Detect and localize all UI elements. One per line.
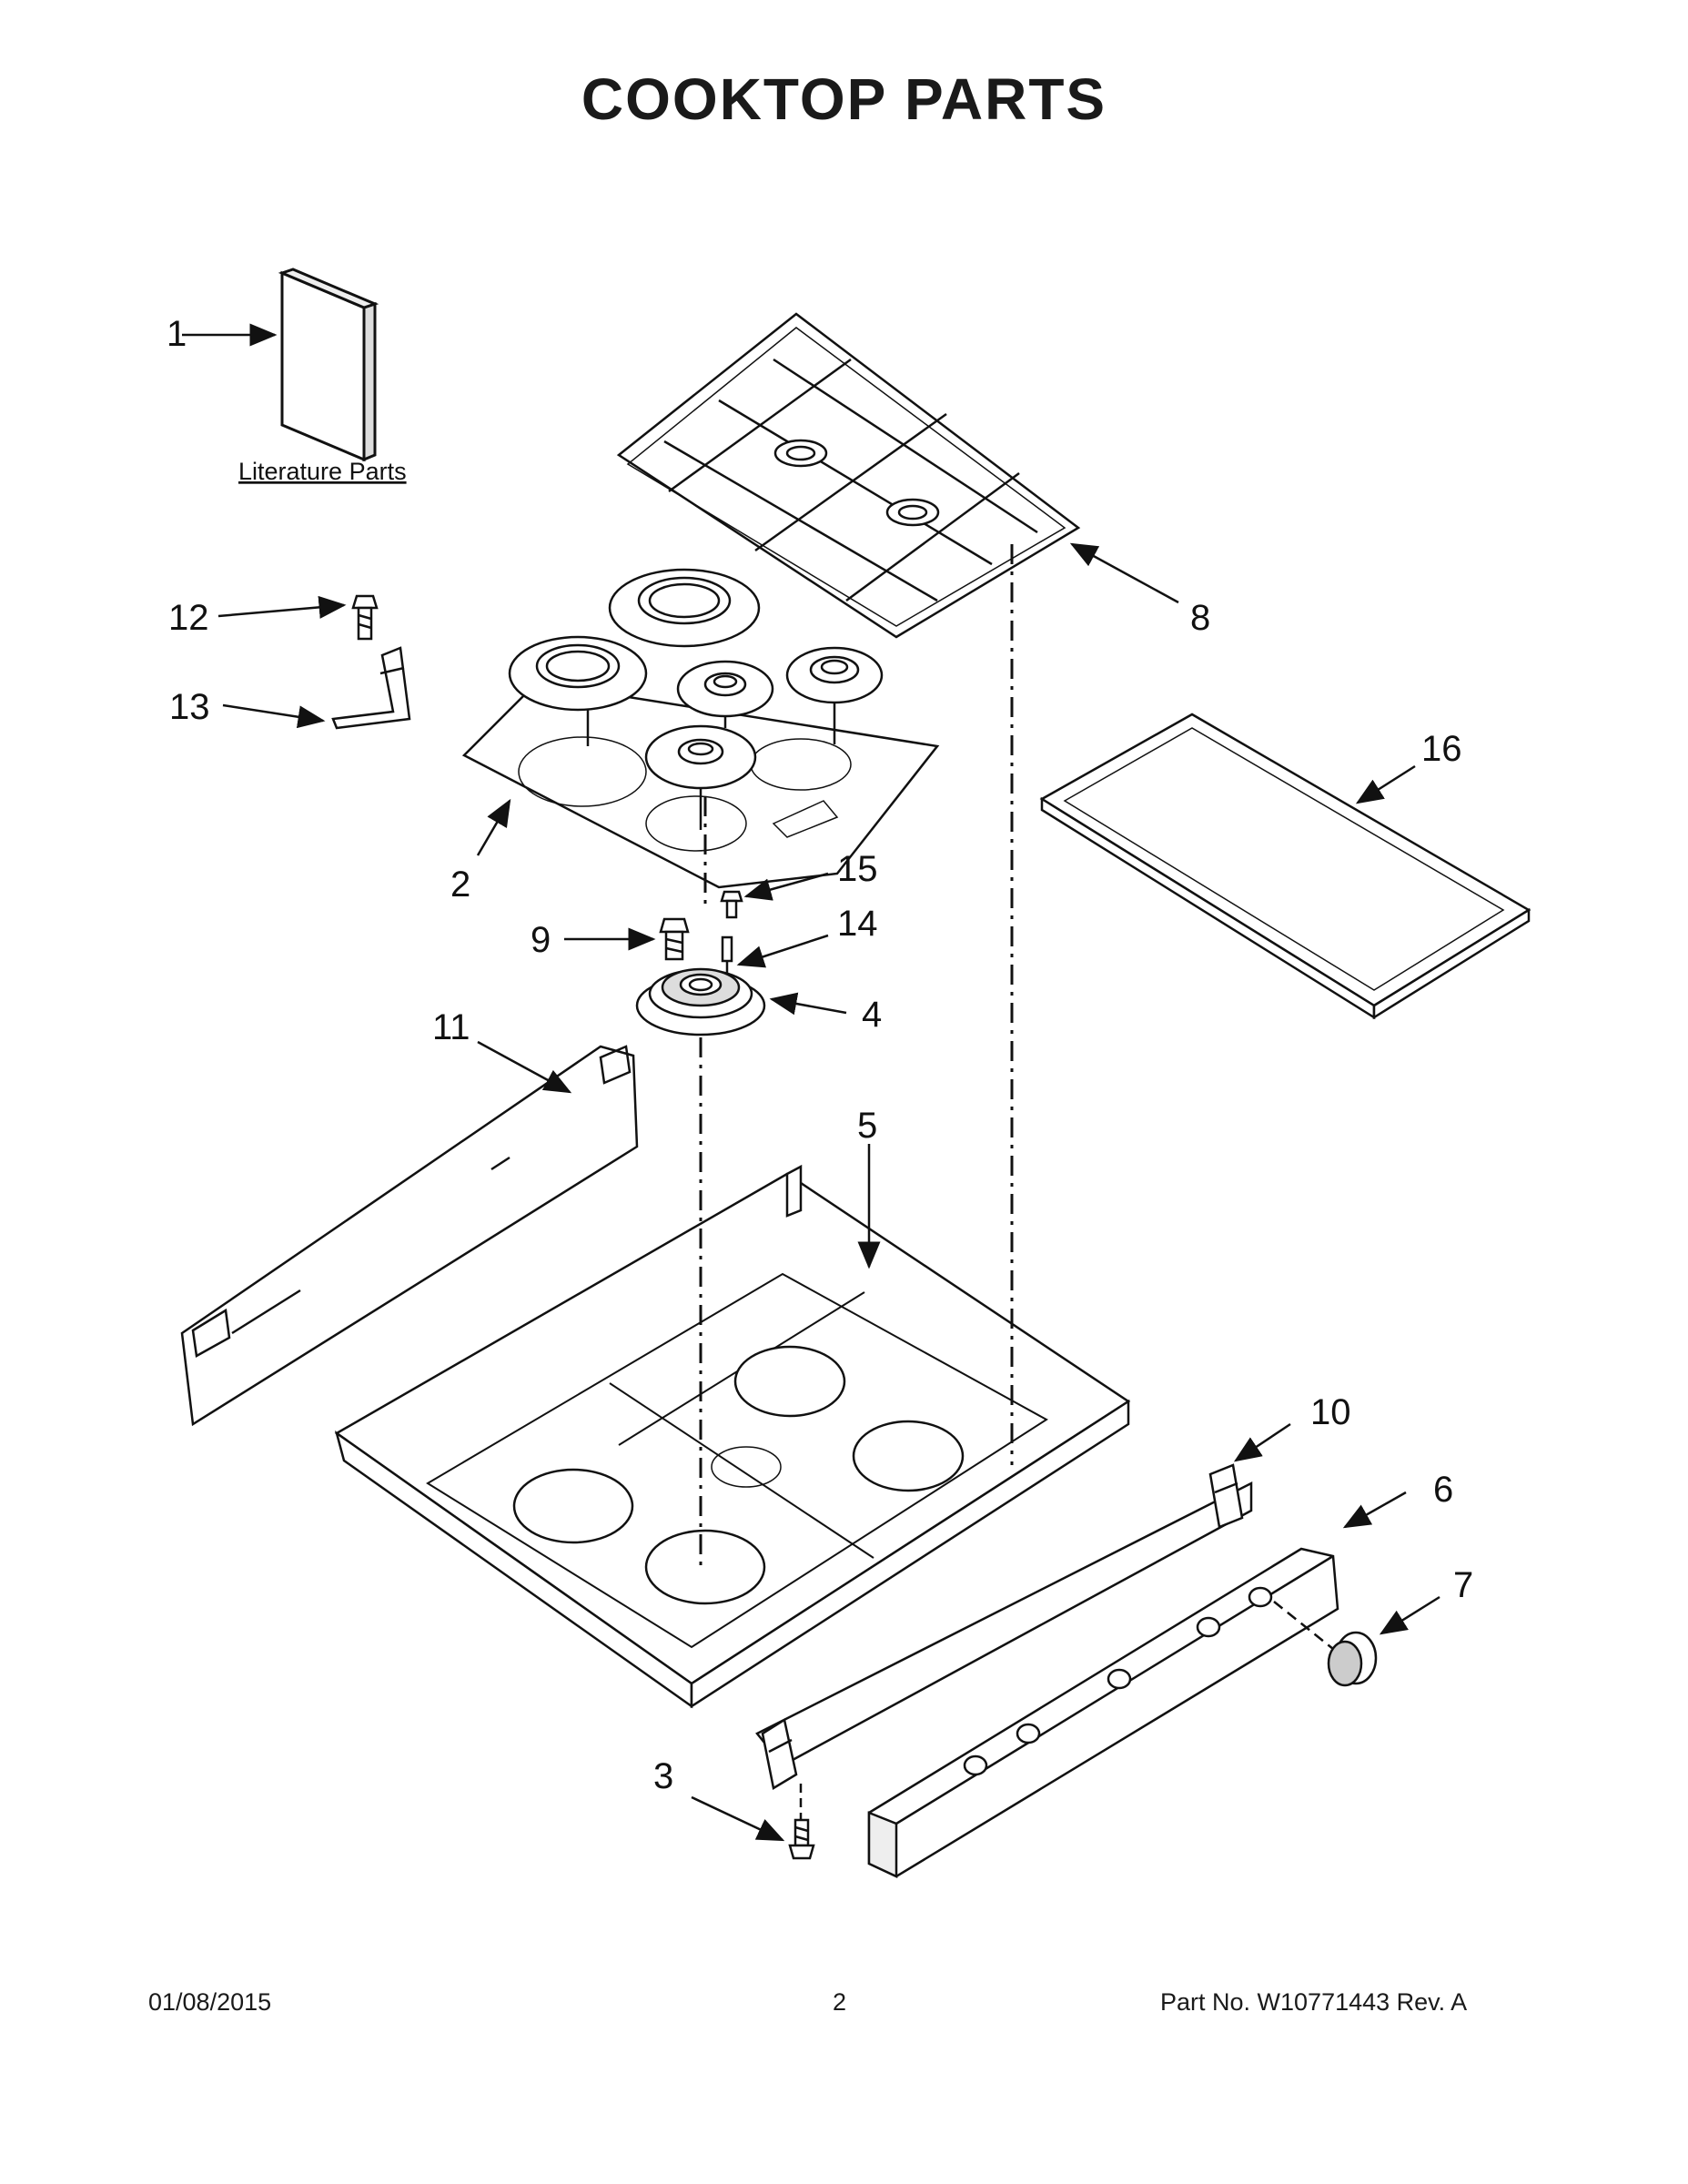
callout-5: 5 <box>857 1106 877 1146</box>
callout-15: 15 <box>837 849 878 889</box>
literature-parts-label: Literature Parts <box>238 458 407 485</box>
leader-13 <box>222 703 326 729</box>
footer-part-number: Part No. W10771443 Rev. A <box>1160 1988 1468 2016</box>
leader-6 <box>1342 1491 1407 1529</box>
leader-4 <box>769 992 847 1016</box>
part-15-screw <box>720 890 743 919</box>
part-4-surface-burner <box>635 967 766 1036</box>
part-12-screw <box>351 594 379 641</box>
callout-4: 4 <box>862 995 882 1035</box>
page-title: COOKTOP PARTS <box>581 66 1107 132</box>
leader-12 <box>217 595 347 619</box>
part-1-literature-booklet <box>278 268 379 462</box>
part-6-manifold-panel <box>755 1481 1339 1878</box>
footer-date: 01/08/2015 <box>148 1988 272 2016</box>
footer-page-number: 2 <box>833 1988 847 2016</box>
leader-knob-axis <box>1273 1601 1334 1650</box>
leader-7 <box>1379 1595 1440 1635</box>
leader-14 <box>736 934 829 968</box>
callout-11: 11 <box>432 1007 470 1047</box>
part-10-bracket <box>1208 1463 1244 1529</box>
callout-16: 16 <box>1421 729 1462 769</box>
part-3-screw <box>788 1818 815 1860</box>
callout-9: 9 <box>531 920 551 960</box>
leader-16 <box>1355 764 1416 804</box>
part-5-main-cooktop <box>334 1164 1131 1709</box>
part-2-burner-caps-set <box>461 568 940 889</box>
left-mount-bracket <box>761 1717 798 1790</box>
callout-8: 8 <box>1190 598 1210 638</box>
callout-7: 7 <box>1453 1565 1473 1605</box>
leader-15 <box>743 872 829 901</box>
leader-11 <box>477 1040 572 1094</box>
callout-14: 14 <box>837 904 878 944</box>
part-7-control-knob <box>1327 1631 1378 1687</box>
leader-8 <box>1069 542 1179 604</box>
callout-2: 2 <box>450 864 470 905</box>
part-11-rear-panel <box>180 1045 639 1427</box>
part-13-bracket <box>331 646 411 730</box>
leader-2 <box>476 798 511 856</box>
callout-6: 6 <box>1433 1470 1453 1510</box>
part-8-burner-grate <box>616 312 1081 639</box>
callout-1: 1 <box>167 314 187 354</box>
callout-12: 12 <box>168 598 209 638</box>
part-16-griddle <box>1039 713 1531 1020</box>
leader-10 <box>1233 1422 1291 1462</box>
callout-3: 3 <box>653 1756 673 1796</box>
callout-13: 13 <box>169 687 210 727</box>
leader-3 <box>691 1795 785 1842</box>
part-9-screw <box>659 917 690 961</box>
callout-10: 10 <box>1310 1392 1351 1432</box>
